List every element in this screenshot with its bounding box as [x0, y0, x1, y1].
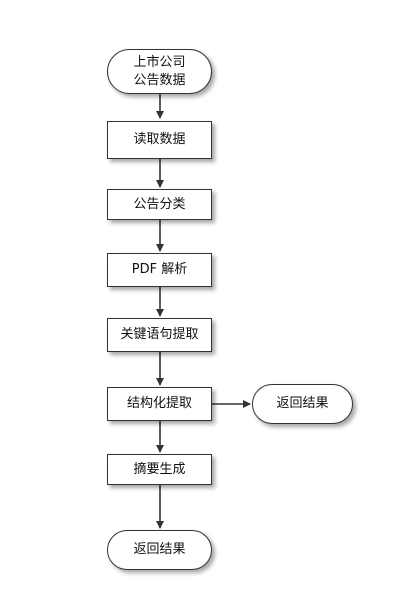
return-result-side-node: 返回结果 — [252, 384, 353, 424]
read-data-label: 读取数据 — [133, 132, 186, 147]
structured-extract-node: 结构化提取 — [107, 387, 212, 421]
summary-generate-label: 摘要生成 — [133, 461, 186, 477]
start-node-line2: 公告数据 — [133, 72, 186, 88]
structured-extract-label: 结构化提取 — [126, 396, 192, 411]
start-node-line1: 上市公司 — [133, 54, 186, 70]
keyword-extract-node: 关键语句提取 — [107, 318, 212, 352]
read-data-node: 读取数据 — [107, 121, 212, 159]
summary-generate-node: 摘要生成 — [107, 454, 212, 485]
classify-label: 公告分类 — [133, 196, 186, 212]
classify-node: 公告分类 — [107, 189, 212, 220]
keyword-extract-label: 关键语句提取 — [120, 327, 199, 342]
return-result-end-node: 返回结果 — [107, 530, 212, 570]
pdf-parse-node: PDF 解析 — [107, 253, 212, 287]
return-result-end-label: 返回结果 — [133, 542, 186, 557]
return-result-side-label: 返回结果 — [276, 396, 329, 411]
pdf-parse-label: PDF 解析 — [131, 262, 188, 277]
start-node: 上市公司 公告数据 — [107, 49, 212, 94]
